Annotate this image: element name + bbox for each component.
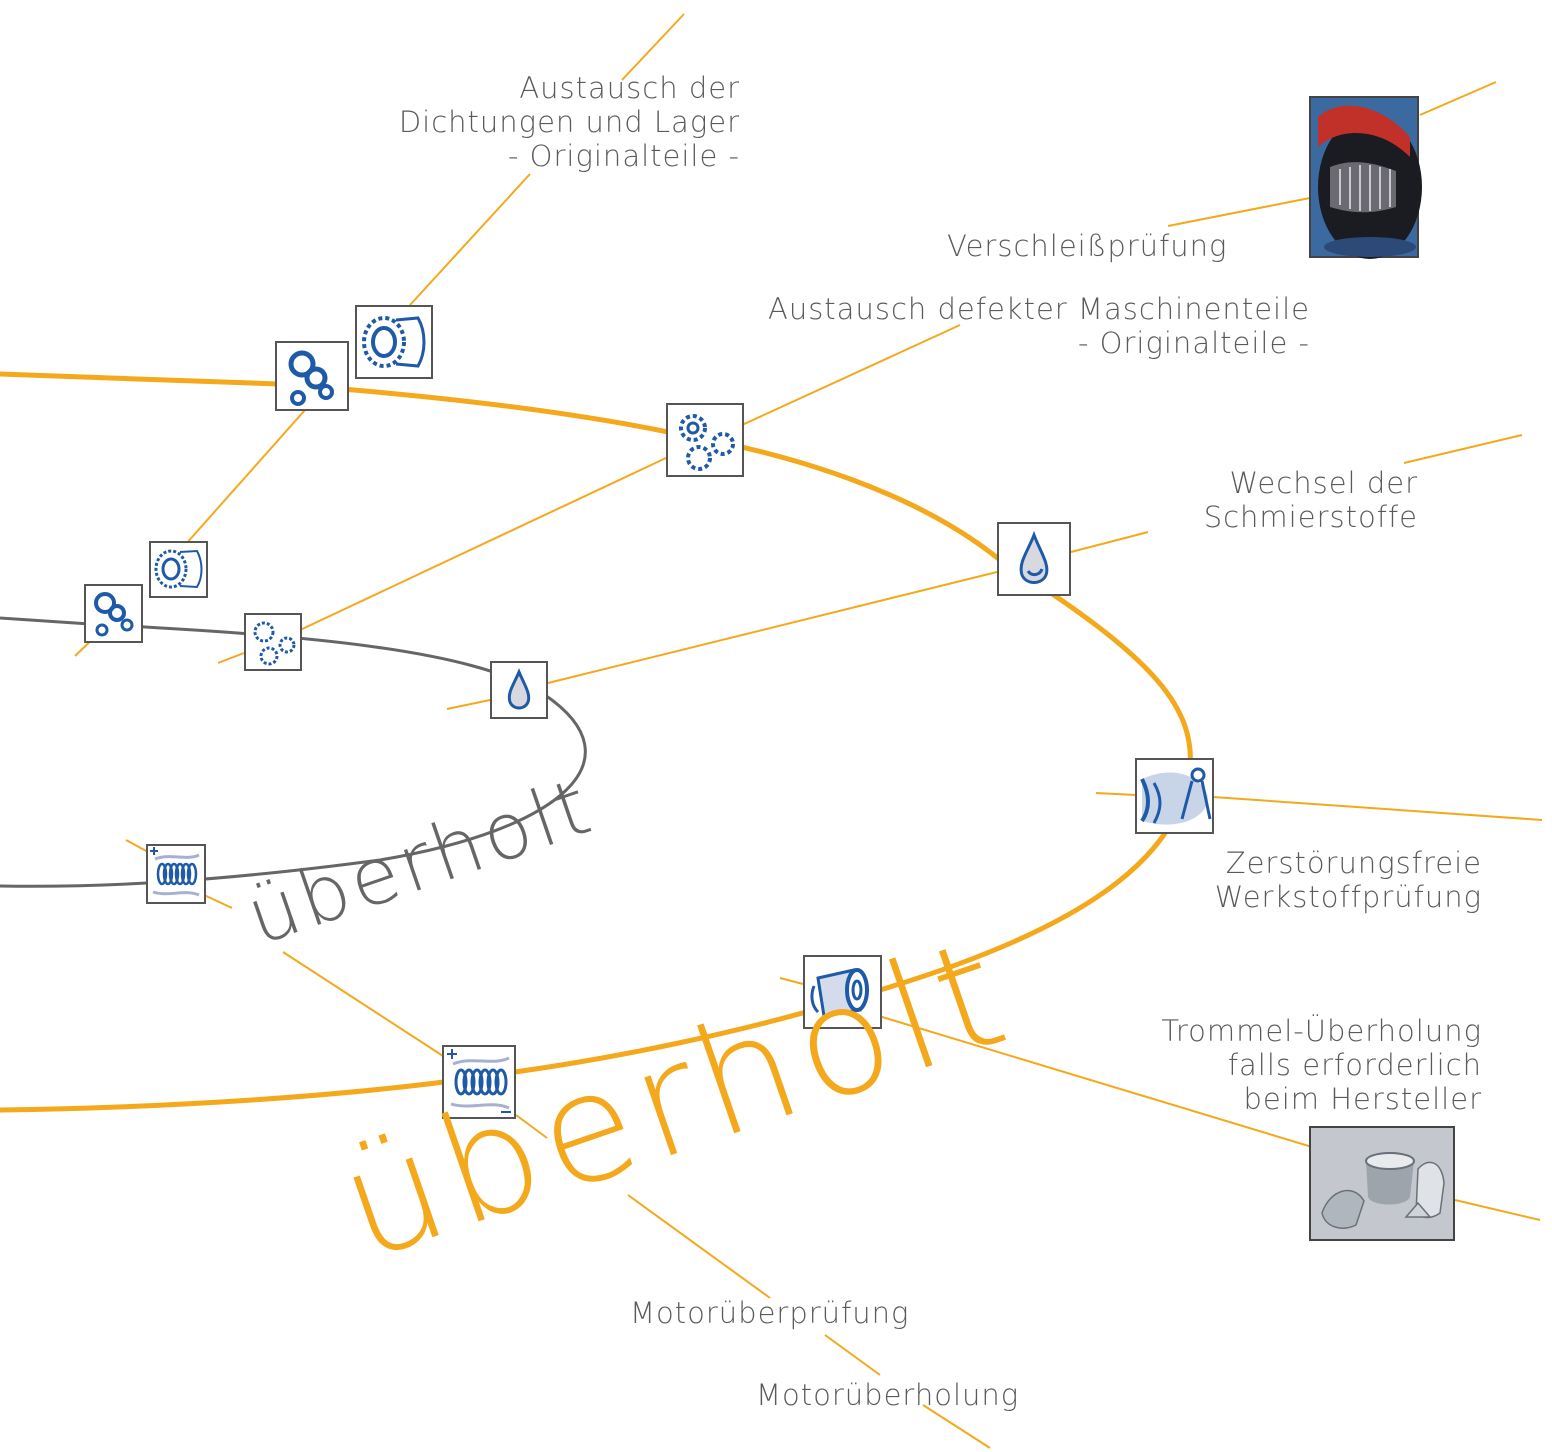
motor-coil-icon-small	[146, 844, 206, 904]
label-schmierstoffe-line1: Wechsel der	[1229, 466, 1418, 500]
label-maschinenteile: Austausch defekter Maschinenteile - Orig…	[600, 292, 1310, 360]
motor-coil-icon	[442, 1045, 516, 1119]
wear-inspection-photo	[1309, 96, 1422, 259]
label-dichtungen-line3: - Originalteile -	[507, 139, 740, 173]
label-trommel-line1: Trommel-Überholung	[1161, 1014, 1482, 1048]
label-maschinenteile-line1: Austausch defekter Maschinenteile	[767, 292, 1310, 326]
label-trommel-line3: beim Hersteller	[1243, 1082, 1482, 1116]
label-maschinenteile-line2: - Originalteile -	[1077, 326, 1310, 360]
gears-icon-small	[244, 613, 302, 671]
seal-bearing-icon	[355, 305, 433, 379]
label-werkstoff: Zerstörungsfreie Werkstoffprüfung	[1120, 846, 1482, 914]
label-werkstoff-line2: Werkstoffprüfung	[1214, 880, 1482, 914]
label-dichtungen-line2: Dichtungen und Lager	[398, 105, 740, 139]
label-schmierstoffe: Wechsel der Schmierstoffe	[1100, 466, 1418, 534]
drum-parts-photo	[1309, 1126, 1455, 1241]
gear-cluster-icon	[275, 341, 349, 411]
seal-bearing-icon-small	[149, 541, 208, 598]
motor-drum-icon	[803, 955, 882, 1029]
label-verschleiss: Verschleißprüfung	[947, 229, 1228, 263]
label-trommel: Trommel-Überholung falls erforderlich be…	[1060, 1014, 1482, 1116]
connector-lines	[74, 13, 1543, 1449]
label-werkstoff-line1: Zerstörungsfreie	[1225, 846, 1482, 880]
lubricant-drop-icon	[997, 522, 1071, 596]
label-trommel-line2: falls erforderlich	[1227, 1048, 1482, 1082]
label-motorueberholung: Motorüberholung	[756, 1378, 1020, 1412]
gears-icon	[666, 403, 744, 477]
label-motorpruefung: Motorüberprüfung	[630, 1296, 910, 1330]
drum-inspection-icon	[1135, 758, 1214, 834]
label-dichtungen-line1: Austausch der	[519, 71, 740, 105]
gear-cluster-icon-small	[84, 584, 143, 643]
label-dichtungen: Austausch der Dichtungen und Lager - Ori…	[300, 71, 740, 173]
label-schmierstoffe-line2: Schmierstoffe	[1203, 500, 1418, 534]
lubricant-drop-icon-small	[490, 661, 548, 719]
outer-cycle-curve	[0, 371, 1193, 1113]
